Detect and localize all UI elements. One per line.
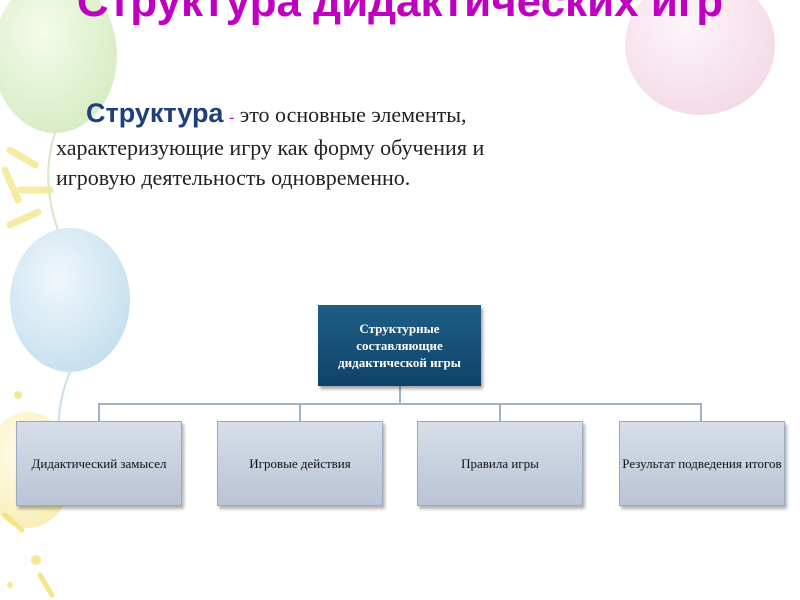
slide-title: Структура дидактических игр xyxy=(76,0,724,26)
diagram-node-label: Результат подведения итогов xyxy=(622,456,782,471)
definition-line-1-text: это основные элементы, xyxy=(234,102,467,127)
connector-child-3 xyxy=(499,403,501,421)
definition-line-3: игровую деятельность одновременно. xyxy=(56,165,411,190)
diagram-node-game-rules: Правила игры xyxy=(417,421,583,506)
definition-line-1: - это основные элементы, xyxy=(229,102,467,127)
diagram-node-results: Результат подведения итогов xyxy=(619,421,785,506)
diagram-node-label: Дидактический замысел xyxy=(31,456,167,471)
definition-dash: - xyxy=(228,109,235,126)
connector-child-1 xyxy=(98,403,100,421)
definition-line-2: характеризующие игру как форму обучения … xyxy=(56,135,485,160)
diagram-node-didactic-idea: Дидактический замысел xyxy=(16,421,182,506)
connector-root-stem xyxy=(399,386,401,404)
diagram-node-label: Правила игры xyxy=(461,456,539,471)
definition-paragraph: Структура - это основные элементы, харак… xyxy=(56,98,696,193)
diagram-node-label: Игровые действия xyxy=(249,456,351,471)
connector-child-2 xyxy=(299,403,301,421)
diagram-root-label: Структурные составляющие дидактической и… xyxy=(338,321,461,370)
diagram-root-node: Структурные составляющие дидактической и… xyxy=(318,305,481,386)
connector-horizontal xyxy=(98,403,702,405)
definition-term: Структура xyxy=(86,98,224,128)
connector-child-4 xyxy=(700,403,702,421)
diagram-node-game-actions: Игровые действия xyxy=(217,421,383,506)
